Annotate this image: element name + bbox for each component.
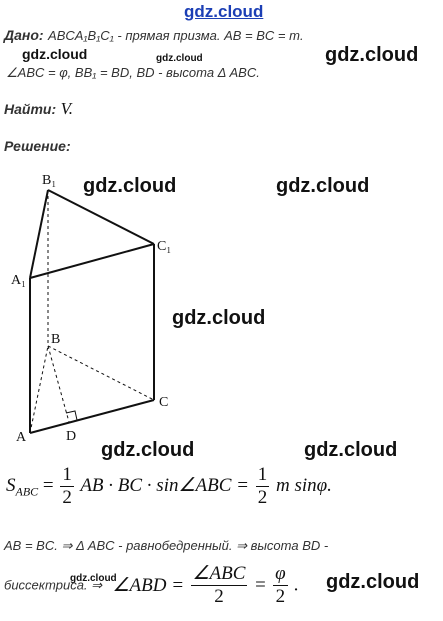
prism-figure: B₁ C₁ A₁ B C A D	[11, 173, 171, 445]
edge-a-b-hidden	[29, 345, 49, 434]
find-value: V.	[60, 99, 74, 118]
height-b-d-hidden	[47, 345, 70, 423]
edge-a1-b1	[29, 189, 49, 279]
top-watermark-link[interactable]: gdz.cloud	[184, 2, 264, 21]
watermark: gdz.cloud	[304, 439, 398, 461]
given-text-2: ∠ABC = φ, BB₁ = BD, BD - высота Δ ABC.	[6, 65, 260, 80]
area-subscript: ABC	[15, 484, 39, 499]
find-line: Найти: V.	[4, 99, 73, 119]
watermark: gdz.cloud	[156, 53, 203, 64]
label-a: A	[16, 430, 27, 445]
given-line-1: Дано: ABCA₁B₁C₁ - прямая призма. AB = BC…	[4, 27, 304, 45]
given-label: Дано:	[4, 27, 44, 43]
edge-a-c	[29, 399, 155, 434]
edge-b1-c1	[47, 189, 155, 245]
product-expression: AB · BC · sin∠ABC =	[80, 474, 249, 496]
equals-sign: =	[42, 474, 54, 496]
label-c: C	[159, 395, 168, 410]
label-b1: B₁	[42, 173, 56, 188]
right-angle-mark	[65, 410, 78, 421]
watermark: gdz.cloud	[326, 571, 420, 593]
period: .	[294, 574, 299, 596]
equals-sign-2: =	[253, 574, 267, 596]
watermark: gdz.cloud	[83, 175, 177, 197]
given-text-1: ABCA₁B₁C₁ - прямая призма. AB = BC = m.	[48, 28, 304, 43]
isosceles-line: AB = BC. ⇒ Δ ABC - равнобедренный. ⇒ выс…	[4, 538, 329, 553]
watermark: gdz.cloud	[325, 44, 419, 66]
angle-abd: ∠ABD =	[112, 575, 185, 596]
edge-b-c-hidden	[47, 345, 155, 401]
watermark: gdz.cloud	[276, 175, 370, 197]
solution-label: Решение:	[4, 138, 71, 154]
label-b: B	[51, 332, 60, 347]
bisector-text: биссектриса. ⇒	[4, 577, 103, 593]
area-result: m sinφ.	[275, 474, 332, 496]
area-symbol: S	[6, 474, 16, 496]
edge-a1-c1	[29, 243, 155, 279]
label-c1: C₁	[157, 239, 171, 254]
watermark: gdz.cloud	[22, 46, 88, 62]
watermark: gdz.cloud	[70, 573, 117, 584]
find-label: Найти:	[4, 101, 57, 117]
watermark: gdz.cloud	[172, 307, 266, 329]
label-d: D	[66, 429, 76, 444]
label-a1: A₁	[11, 273, 26, 288]
watermark: gdz.cloud	[101, 439, 195, 461]
